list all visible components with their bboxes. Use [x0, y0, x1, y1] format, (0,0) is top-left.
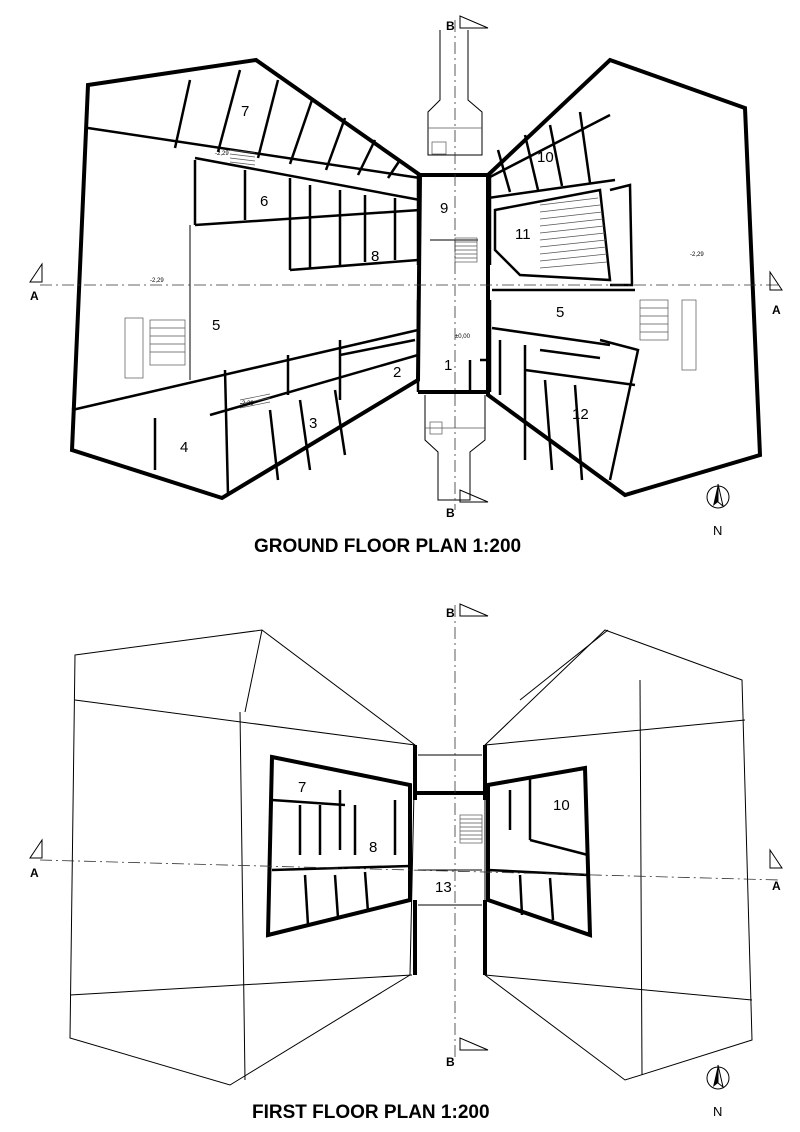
- ff-axis-a: [39, 859, 781, 881]
- first-floor-plan: A A B B 7 8 10 13 N FIRST FLOOR PLAN 1:2…: [29, 603, 783, 1123]
- ff-section-a-left: A: [29, 838, 43, 880]
- gf-central-stair: [454, 237, 478, 263]
- ff-north-arrow: N: [706, 1064, 730, 1119]
- gf-room-number: 6: [260, 193, 268, 210]
- gf-east-rooms-right: [609, 183, 634, 287]
- ff-room-number: 10: [553, 797, 570, 814]
- gf-south-planter: [429, 421, 443, 435]
- svg-text:N: N: [713, 1104, 722, 1119]
- gf-room-11-wall: [493, 188, 612, 282]
- svg-text:A: A: [30, 866, 39, 880]
- svg-text:A: A: [30, 289, 39, 303]
- ff-room-number: 8: [369, 839, 377, 856]
- gf-section-b-top: B: [446, 15, 489, 33]
- gf-section-a-right: A: [769, 270, 783, 317]
- gf-room-number: 12: [572, 406, 589, 423]
- ff-section-b-bottom: B: [446, 1037, 489, 1069]
- gf-west-north-corridor-2: [194, 156, 421, 202]
- ff-section-a-right: A: [769, 848, 783, 893]
- gf-west-stair: [124, 317, 186, 379]
- ff-core-walls: [413, 745, 487, 975]
- gf-east-stair: [639, 299, 697, 371]
- gf-small-stair-s: [239, 393, 271, 409]
- gf-auditorium-seats: [539, 197, 608, 269]
- gf-room-number: 11: [515, 226, 531, 243]
- gf-west-middle-rooms: [193, 160, 421, 272]
- svg-text:B: B: [446, 1055, 455, 1069]
- gf-level: -2,29: [690, 252, 704, 258]
- svg-text:A: A: [772, 879, 781, 893]
- gf-north-planter: [431, 141, 447, 155]
- gf-title: GROUND FLOOR PLAN 1:200: [254, 536, 521, 557]
- gf-east-wing-outline: [486, 57, 763, 498]
- gf-room-number: 7: [241, 103, 249, 120]
- gf-level: -2,29: [150, 278, 164, 284]
- gf-room-number: 9: [440, 200, 448, 217]
- gf-level: -2,29: [215, 151, 229, 157]
- gf-east-north-corridor-2: [487, 113, 611, 180]
- ff-west-block: [265, 754, 412, 938]
- gf-west-north-rooms: [173, 69, 402, 179]
- gf-section-b-bottom: B: [446, 489, 489, 520]
- ff-room-number: 13: [435, 879, 452, 896]
- gf-room-number: 3: [309, 415, 317, 432]
- gf-small-stair-n: [229, 149, 256, 166]
- gf-room-number: 10: [537, 149, 554, 166]
- gf-level: ±0,00: [455, 334, 471, 340]
- svg-text:B: B: [446, 506, 455, 520]
- gf-room-number: 2: [393, 364, 401, 381]
- gf-east-north-rooms: [496, 111, 592, 193]
- gf-east-corridor-5: [491, 288, 635, 347]
- ff-title: FIRST FLOOR PLAN 1:200: [252, 1102, 490, 1123]
- svg-text:B: B: [446, 19, 455, 33]
- svg-text:N: N: [713, 523, 722, 538]
- ff-section-b-top: B: [446, 603, 489, 620]
- gf-room-number: 4: [180, 439, 188, 456]
- gf-east-north-corridor: [487, 178, 616, 200]
- ground-floor-plan: A A B B -2,29 -2,29 ±0,00 -2,29 -2,29 1 …: [29, 15, 783, 557]
- svg-text:B: B: [446, 606, 455, 620]
- gf-south-entrance: [424, 395, 486, 501]
- gf-east-south-rooms: [498, 338, 640, 481]
- gf-room-number: 8: [371, 248, 379, 265]
- svg-text:A: A: [772, 303, 781, 317]
- gf-room-1-wall: [468, 358, 490, 392]
- gf-west-south-rooms: [223, 338, 416, 496]
- gf-room-number: 5: [556, 304, 564, 321]
- gf-north-arrow: N: [706, 483, 730, 538]
- gf-west-south-corridor: [71, 328, 419, 412]
- ff-room-number: 7: [298, 779, 306, 796]
- gf-west-wing-outline: [69, 57, 423, 501]
- gf-room-number: 1: [444, 357, 452, 374]
- gf-section-a-left: A: [29, 262, 43, 303]
- gf-west-south-corridor-2: [209, 353, 419, 417]
- ff-east-rooms: [487, 778, 589, 921]
- ff-east-block: [486, 765, 593, 938]
- ff-central-stair: [459, 814, 483, 844]
- ff-west-rooms: [271, 790, 411, 926]
- gf-room-number: 5: [212, 317, 220, 334]
- ff-core-thin: [418, 754, 482, 906]
- gf-level: -2,29: [240, 401, 254, 407]
